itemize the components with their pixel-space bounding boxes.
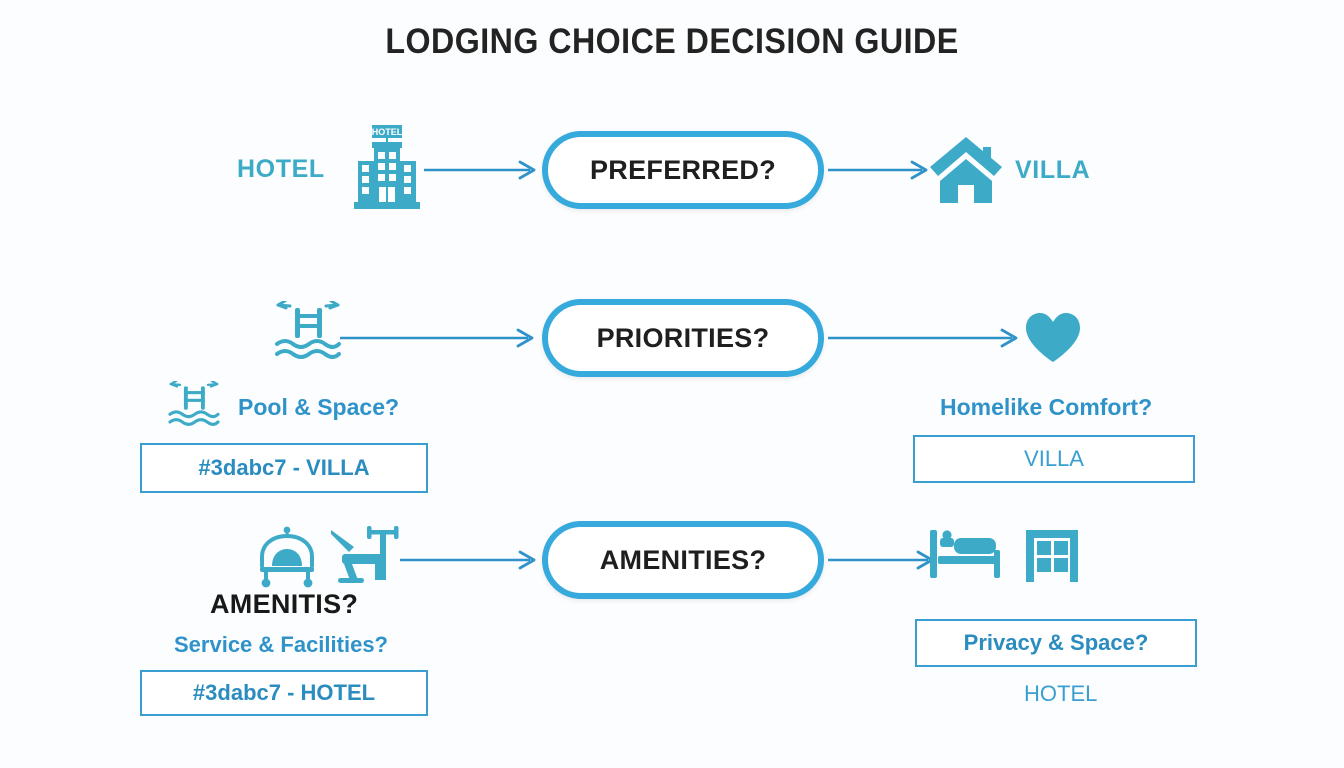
row2-left-outcome-label: #3dabc7 - VILLA [198, 455, 370, 480]
row1-right-label: VILLA [1015, 156, 1091, 184]
decision-node-amenities[interactable]: AMENITIES? [542, 521, 824, 599]
window-icon [1024, 528, 1080, 584]
decision-node-preferred[interactable]: PREFERRED? [542, 131, 824, 209]
decision-node-preferred-label: PREFERRED? [589, 154, 776, 185]
row3-left-question: Service & Facilities? [174, 632, 388, 657]
heart-icon [1024, 312, 1082, 364]
row3-left-heading: AMENITIS? [210, 589, 359, 619]
hotel-building-icon: HOTEL [350, 125, 424, 210]
row1-left-label: HOTEL [237, 155, 325, 183]
row2-left-question: Pool & Space? [238, 394, 400, 420]
row2-arrow-left [340, 326, 540, 355]
row3-right-question-box[interactable]: Privacy & Space? [915, 619, 1197, 667]
row2-left-outcome-box[interactable]: #3dabc7 - VILLA [140, 443, 428, 493]
bed-icon [930, 530, 1010, 582]
row2-right-outcome-box[interactable]: VILLA [913, 435, 1195, 483]
row2-right-question: Homelike Comfort? [940, 394, 1153, 420]
decision-node-priorities[interactable]: PRIORITIES? [542, 299, 824, 377]
row3-right-question-label: Privacy & Space? [963, 630, 1149, 655]
row1-arrow-left [424, 158, 542, 187]
row3-right-outcome-label: HOTEL [1024, 681, 1098, 706]
row3-left-outcome-label: #3dabc7 - HOTEL [192, 680, 376, 705]
row3-arrow-right [828, 548, 940, 577]
row1-arrow-right [828, 158, 934, 187]
luggage-cart-icon [256, 526, 318, 588]
decision-node-priorities-label: PRIORITIES? [596, 322, 770, 353]
page-title: LODGING CHOICE DECISION GUIDE [385, 22, 959, 61]
svg-text:HOTEL: HOTEL [372, 127, 403, 137]
decision-node-amenities-label: AMENITIES? [599, 544, 767, 575]
row3-arrow-left [400, 548, 542, 577]
house-icon [928, 133, 1004, 205]
gym-bench-icon [322, 524, 400, 588]
row3-left-outcome-box[interactable]: #3dabc7 - HOTEL [140, 670, 428, 716]
row2-right-outcome-label: VILLA [1024, 446, 1084, 471]
row2-arrow-right [828, 326, 1024, 355]
swimming-pool-icon [273, 299, 343, 363]
swimming-pool-icon-small [164, 379, 224, 429]
